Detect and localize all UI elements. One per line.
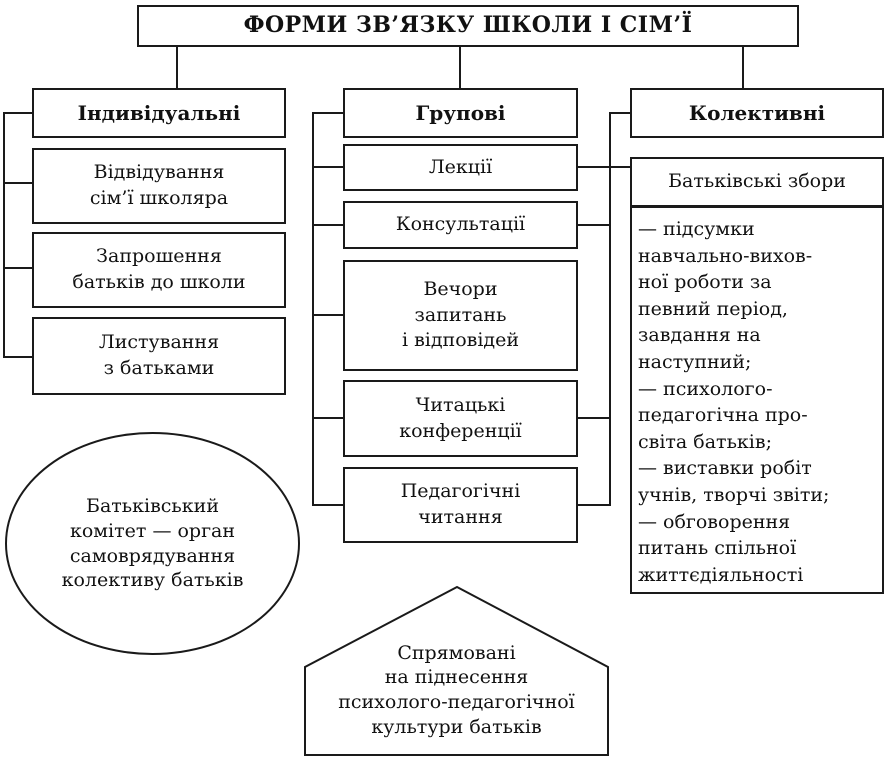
parent-meeting-topics: — підсумки навчально-вихов- ної роботи з… <box>630 206 884 594</box>
topic-line: певний період, <box>638 296 876 323</box>
topic-line: — психолого- <box>638 376 876 403</box>
topic-line: педагогічна про- <box>638 402 876 429</box>
topic-line: завдання на <box>638 322 876 349</box>
group-item-pedagogical-readings: Педагогічні читання <box>343 467 578 543</box>
individual-item-correspondence: Листування з батьками <box>32 317 286 395</box>
individual-item-visit: Відвідування сім’ї школяра <box>32 148 286 224</box>
group-item-qa-evenings: Вечори запитань і відповідей <box>343 260 578 371</box>
diagram-title: ФОРМИ ЗВ’ЯЗКУ ШКОЛИ І СІМ’Ї <box>137 5 799 47</box>
individual-item-invitation: Запрошення батьків до школи <box>32 232 286 308</box>
collective-parent-meeting: Батьківські збори <box>630 157 884 207</box>
topic-line: — виставки робіт <box>638 455 876 482</box>
topic-line: світа батьків; <box>638 429 876 456</box>
goal-pentagon-text: Спрямовані на піднесення психолого-педаг… <box>305 625 608 755</box>
heading-individual: Індивідуальні <box>32 88 286 138</box>
topic-line: — підсумки <box>638 216 876 243</box>
group-item-consultations: Консультації <box>343 201 578 249</box>
topic-line: питань спільної <box>638 535 876 562</box>
topic-line: ної роботи за <box>638 269 876 296</box>
topic-line: навчально-вихов- <box>638 243 876 270</box>
heading-group: Групові <box>343 88 578 138</box>
topic-line: учнів, творчі звіти; <box>638 482 876 509</box>
topic-line: життєдіяльності <box>638 562 876 589</box>
heading-collective: Колективні <box>630 88 884 138</box>
parent-committee-ellipse: Батьківський комітет — орган самоврядува… <box>5 432 300 655</box>
group-item-lectures: Лекції <box>343 144 578 191</box>
topic-line: наступний; <box>638 349 876 376</box>
topic-line: — обговорення <box>638 509 876 536</box>
group-item-reader-conferences: Читацькі конференції <box>343 380 578 457</box>
